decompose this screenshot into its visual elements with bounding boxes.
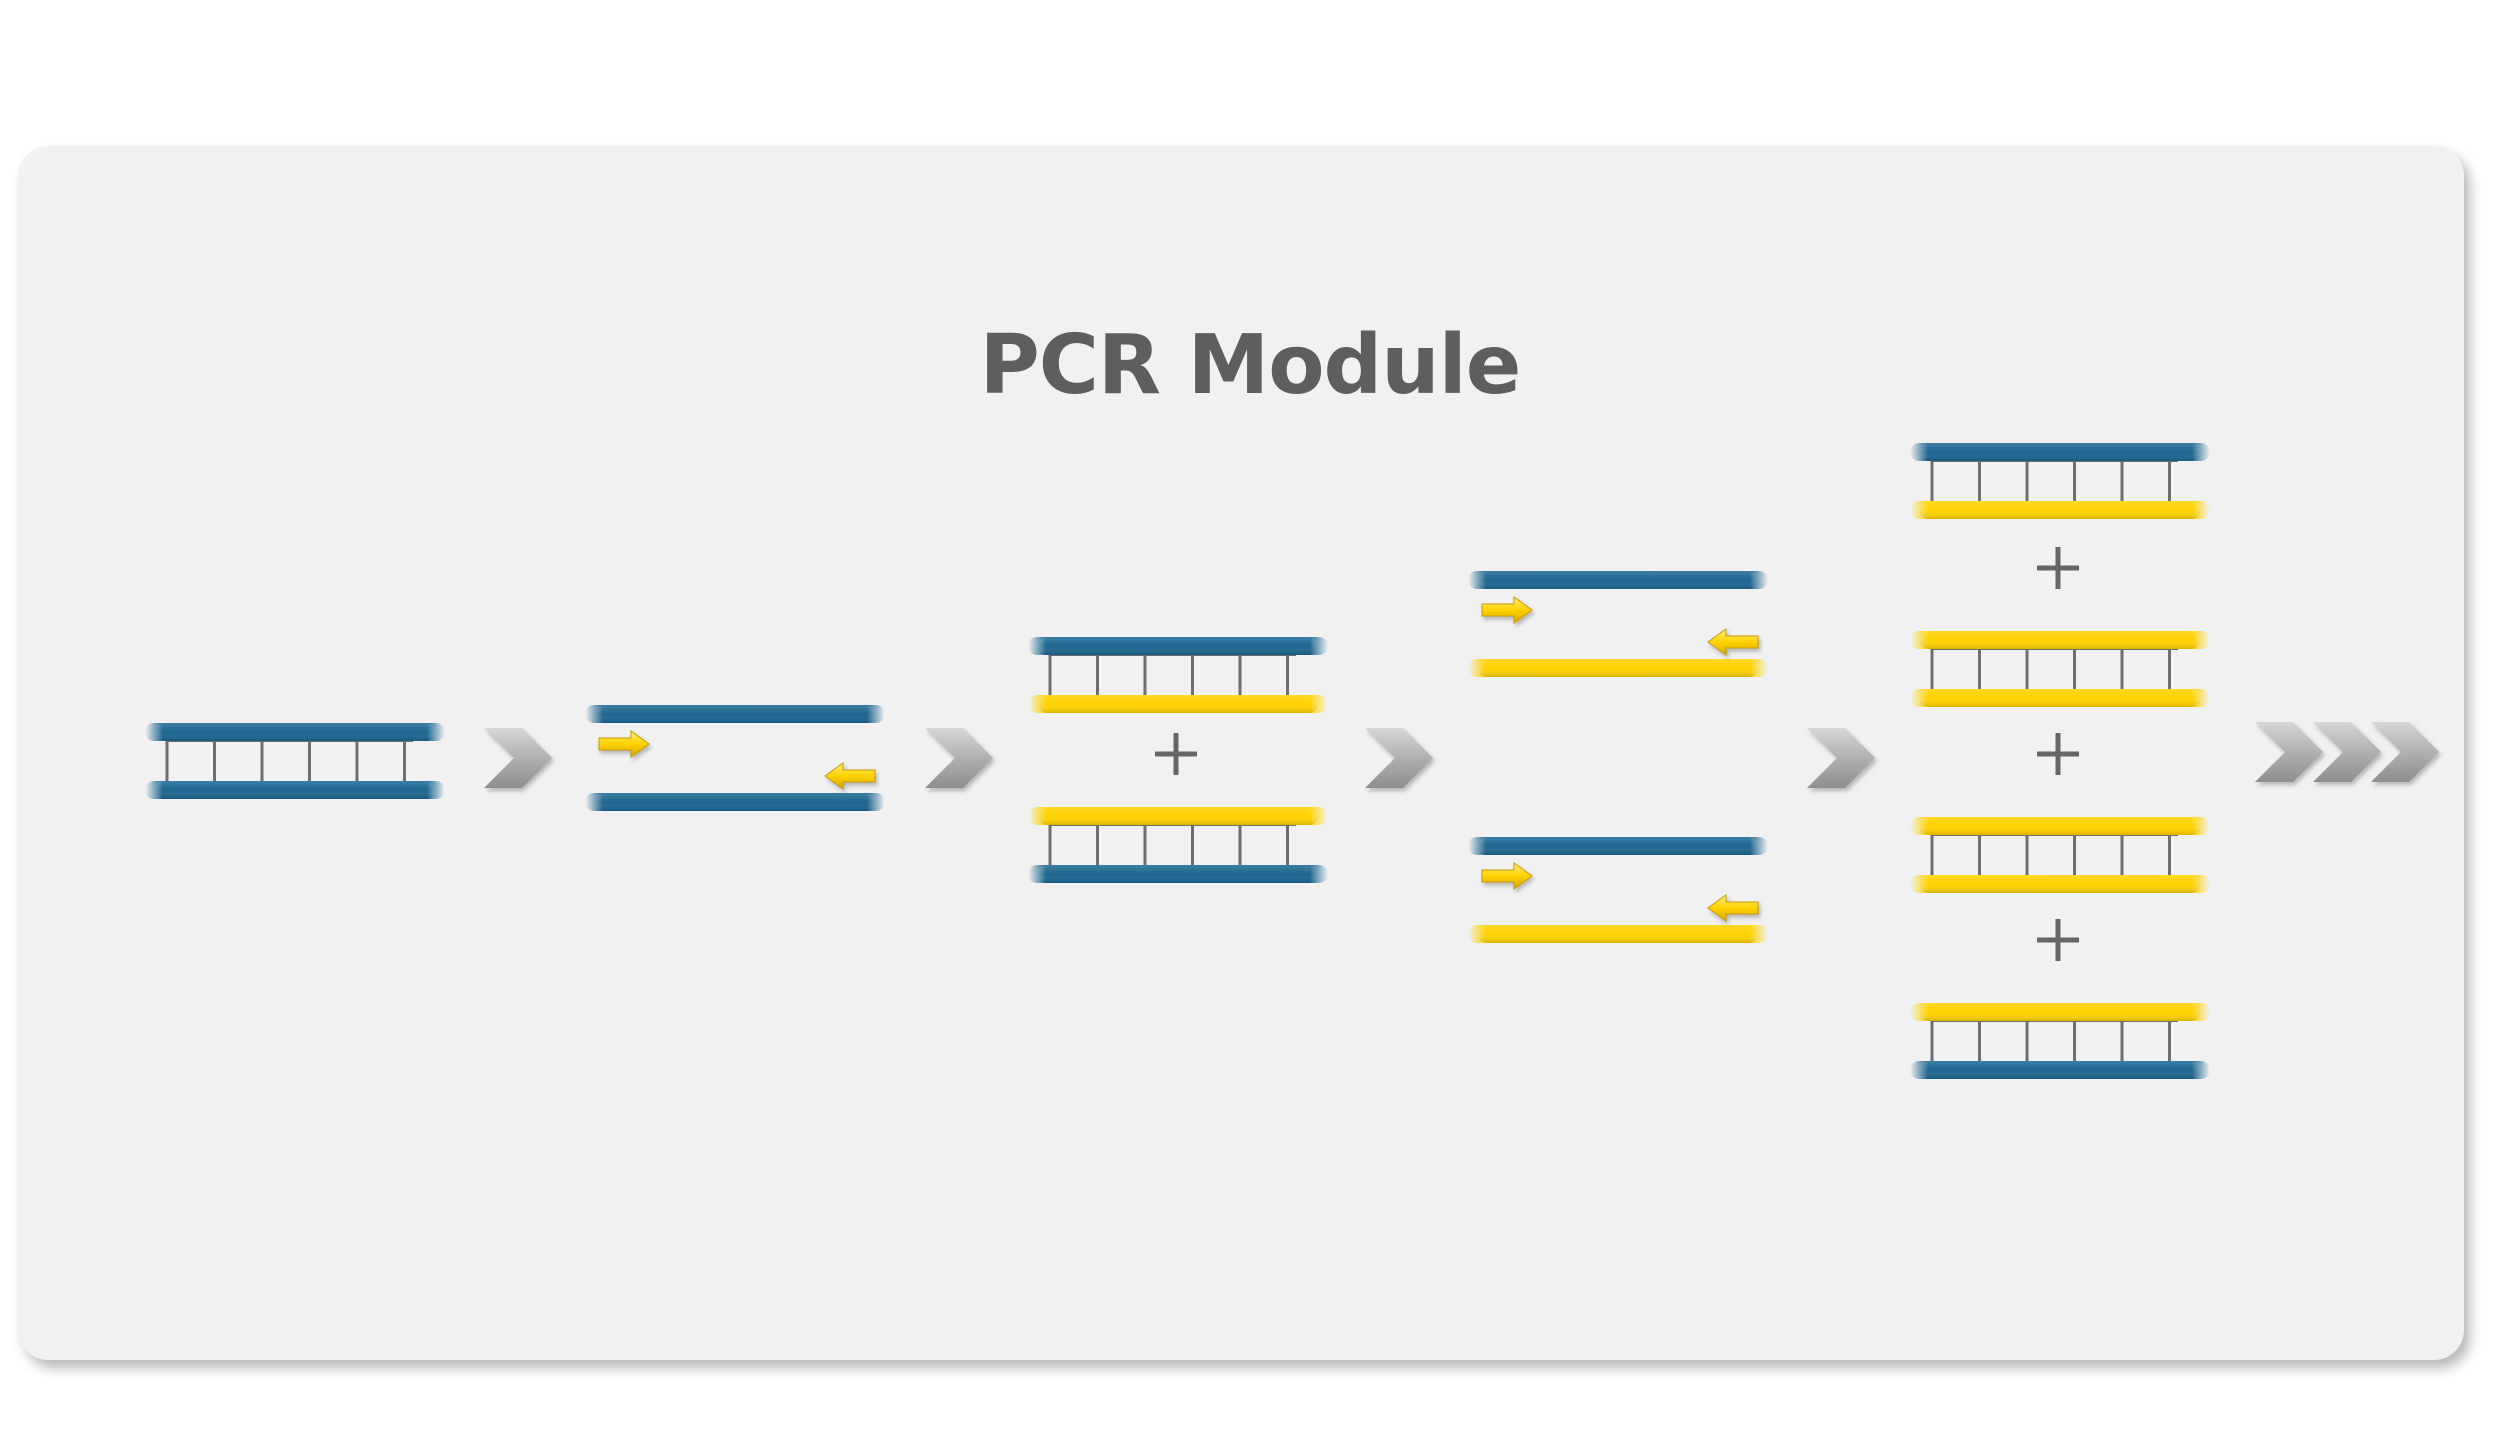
primer-arrow-icon	[1707, 628, 1759, 656]
chevron-right-icon	[484, 728, 552, 788]
primer-arrow-icon	[1707, 894, 1759, 922]
stage-4-denatured-2	[1468, 837, 1768, 943]
stage-5-product-2	[1910, 631, 2210, 707]
template-strand	[1028, 637, 1328, 655]
base-pair-rungs	[1930, 834, 2178, 875]
base-pair-rungs	[1048, 824, 1296, 865]
stage-3-product-1	[1028, 637, 1328, 713]
plus-icon	[2037, 733, 2079, 775]
primer-arrow-icon	[824, 762, 876, 790]
template-strand	[1468, 837, 1768, 855]
template-strand	[585, 705, 885, 723]
template-strand	[1910, 1061, 2210, 1079]
stage-5-product-1	[1910, 443, 2210, 519]
new-strand	[1468, 925, 1768, 943]
stage-4-denatured-1	[1468, 571, 1768, 677]
template-strand	[145, 723, 445, 741]
base-pair-rungs	[165, 740, 413, 781]
stage-3-product-2	[1028, 807, 1328, 883]
base-pair-rungs	[1048, 654, 1296, 695]
template-strand	[1468, 571, 1768, 589]
diagram-title: PCR Module	[979, 318, 1522, 413]
new-strand	[1910, 689, 2210, 707]
chevron-right-icon	[925, 728, 993, 788]
chevron-right-icon	[2371, 722, 2439, 782]
chevron-right-icon	[1807, 728, 1875, 788]
chevron-right-icon	[2255, 722, 2323, 782]
new-strand	[1910, 817, 2210, 835]
chevron-right-icon	[1365, 728, 1433, 788]
triple-chevron-icon	[2255, 722, 2439, 782]
new-strand	[1910, 875, 2210, 893]
new-strand	[1910, 1003, 2210, 1021]
new-strand	[1468, 659, 1768, 677]
new-strand	[1910, 631, 2210, 649]
template-strand	[1910, 443, 2210, 461]
base-pair-rungs	[1930, 460, 2178, 501]
stage-5-product-4	[1910, 1003, 2210, 1079]
base-pair-rungs	[1930, 648, 2178, 689]
new-strand	[1028, 695, 1328, 713]
primer-arrow-icon	[1481, 596, 1533, 624]
plus-icon	[2037, 919, 2079, 961]
chevron-right-icon	[2313, 722, 2381, 782]
base-pair-rungs	[1930, 1020, 2178, 1061]
template-strand	[585, 793, 885, 811]
stage-1-template-duplex	[145, 723, 445, 799]
plus-icon	[2037, 547, 2079, 589]
plus-icon	[1155, 733, 1197, 775]
template-strand	[1028, 865, 1328, 883]
template-strand	[145, 781, 445, 799]
new-strand	[1910, 501, 2210, 519]
stage-5-product-3	[1910, 817, 2210, 893]
new-strand	[1028, 807, 1328, 825]
primer-arrow-icon	[1481, 862, 1533, 890]
primer-arrow-icon	[598, 730, 650, 758]
stage-2-denatured	[585, 705, 885, 811]
